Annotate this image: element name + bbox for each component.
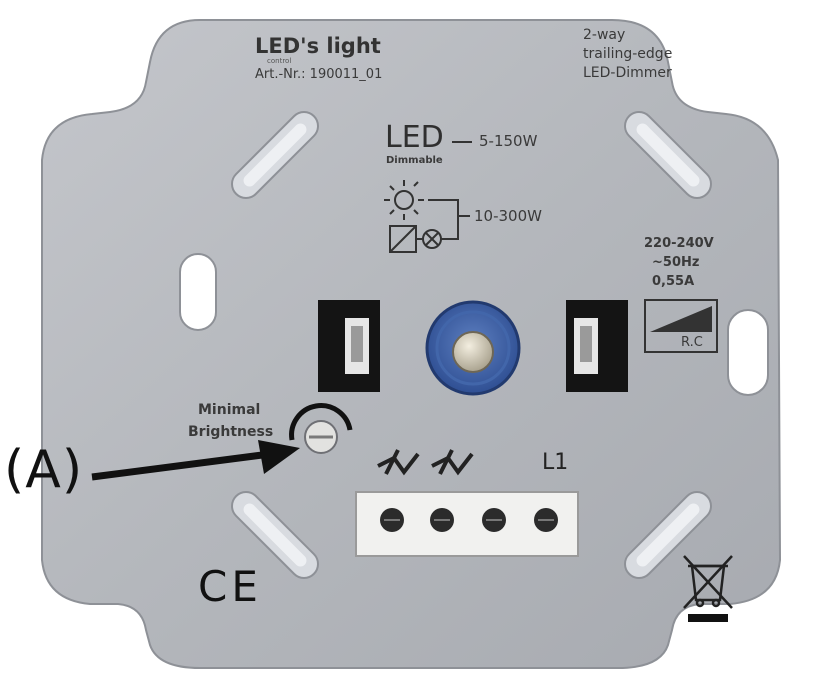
mounting-slot xyxy=(624,491,712,579)
lamp-icon xyxy=(384,180,424,220)
mounting-plate xyxy=(41,19,782,669)
brand-logo-sub: control xyxy=(267,57,292,65)
product-line-2: trailing-edge xyxy=(583,46,673,62)
switch-window-right xyxy=(566,300,628,392)
callout-label: (A) xyxy=(4,440,84,500)
product-line-1: 2-way xyxy=(583,27,626,43)
other-power: 10-300W xyxy=(474,207,542,225)
frequency: ~50Hz xyxy=(652,255,700,270)
mounting-slot xyxy=(624,111,712,199)
dimmer-knob[interactable] xyxy=(425,300,521,396)
weee-bar xyxy=(688,614,728,622)
keyhole-slot xyxy=(727,309,769,396)
mounting-slot xyxy=(231,111,319,199)
switch-symbol xyxy=(377,449,420,476)
keyhole-slot xyxy=(179,253,217,331)
switch-symbol xyxy=(431,449,474,476)
terminal-block xyxy=(355,491,579,557)
voltage: 220-240V xyxy=(644,236,714,251)
led-power: 5-150W xyxy=(479,132,538,150)
weee-icon xyxy=(683,555,733,609)
rc-label: R.C xyxy=(681,335,703,350)
article-number: Art.-Nr.: 190011_01 xyxy=(255,67,383,82)
minimal-brightness-line2: Brightness xyxy=(188,424,274,440)
switch-window-left xyxy=(318,300,380,392)
ce-mark: CE xyxy=(198,562,262,611)
terminal-label: L1 xyxy=(542,450,569,475)
led-label: LED xyxy=(385,120,444,155)
load-bracket xyxy=(428,199,470,240)
minimal-brightness-line1: Minimal xyxy=(198,402,261,418)
led-dimmable: Dimmable xyxy=(386,155,443,166)
current: 0,55A xyxy=(652,274,695,289)
product-line-3: LED-Dimmer xyxy=(583,65,672,81)
minimal-brightness-screw[interactable] xyxy=(289,403,353,454)
callout-arrow xyxy=(91,440,300,481)
brand-logo: LED's light xyxy=(255,34,381,58)
transformer-icon xyxy=(389,225,442,253)
dimming-curve-icon xyxy=(644,299,718,353)
